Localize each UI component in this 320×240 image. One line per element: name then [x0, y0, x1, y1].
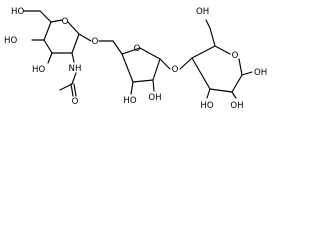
label-nh: NH	[69, 64, 82, 74]
label-ring2-ho: HO	[123, 96, 136, 106]
label-oh-right: OH	[254, 68, 267, 78]
label-link-o-1: O	[92, 37, 99, 47]
label-ring2-oh: OH	[148, 93, 161, 103]
ring-3-bonds	[179, 19, 253, 99]
label-oh-top-right: OH	[196, 7, 209, 17]
chemical-structure-diagram: HO O HO O HO NH O O OH O OH O HO OH HO O…	[4, 7, 267, 111]
label-link-o-2: O	[172, 65, 179, 75]
label-ring3-ho: HO	[200, 101, 213, 111]
ring-1-bonds	[23, 10, 92, 97]
label-ring3-o: O	[232, 51, 239, 61]
label-ho-left: HO	[4, 36, 17, 46]
label-ring2-o: O	[134, 44, 141, 54]
atom-labels: HO O HO O HO NH O O OH O OH O HO OH HO O…	[4, 7, 267, 111]
label-ho-top: HO	[11, 7, 24, 17]
label-ring3-oh: OH	[230, 101, 243, 111]
label-ho-mid: HO	[32, 65, 45, 75]
label-ring1-o: O	[62, 17, 69, 27]
label-acetyl-o: O	[72, 97, 79, 107]
ring-2-bonds	[98, 40, 171, 95]
